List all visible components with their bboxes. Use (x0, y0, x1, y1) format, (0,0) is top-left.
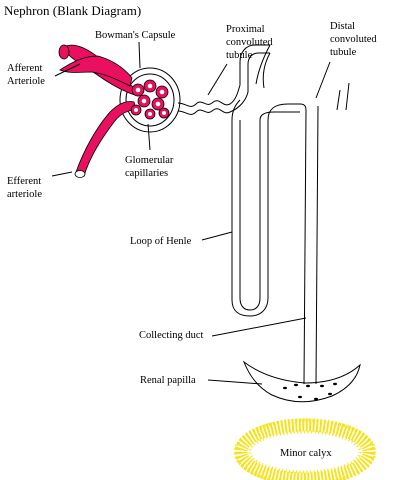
afferent-arteriole-shape (58, 44, 139, 97)
label-distal: Distal (330, 21, 355, 32)
label-afferent-line2: Arteriole (7, 76, 45, 87)
label-efferent: Efferent (7, 176, 41, 187)
label-efferent-line1: Efferent (7, 176, 41, 187)
label-distal-tubule: tubule (330, 47, 357, 58)
label-afferent-line1: Afferent (7, 63, 42, 74)
label-glomerular: Glomerular (125, 155, 174, 166)
label-efferent-line2: arteriole (7, 189, 42, 200)
label-proximal-tubule: tubule (226, 50, 253, 61)
label-efferent-arteriole: arteriole (7, 189, 42, 200)
tubule-shape (177, 44, 307, 317)
bowmans-capsule-shape (119, 67, 181, 133)
minor-calyx-shape (233, 418, 377, 480)
label-loop-of-henle: Loop of Henle (130, 236, 192, 247)
label-capillaries: capillaries (125, 168, 168, 179)
label-arteriole: Arteriole (7, 76, 45, 87)
label-bowmans-capsule: Bowman's Capsule (95, 30, 176, 41)
label-afferent: Afferent (7, 63, 42, 74)
label-collecting-duct: Collecting duct (139, 330, 204, 341)
efferent-arteriole-shape (74, 101, 137, 178)
label-proximal-convoluted: convoluted (226, 37, 273, 48)
collecting-duct-shape (303, 82, 350, 385)
label-minor-calyx: Minor calyx (280, 448, 332, 459)
label-proximal: Proximal (226, 24, 265, 35)
leader-lines (51, 41, 331, 385)
label-distal-convoluted: convoluted (330, 34, 377, 45)
label-renal-papilla: Renal papilla (140, 375, 196, 386)
diagram-title: Nephron (Blank Diagram) (4, 3, 141, 18)
renal-papilla-shape (242, 360, 361, 403)
